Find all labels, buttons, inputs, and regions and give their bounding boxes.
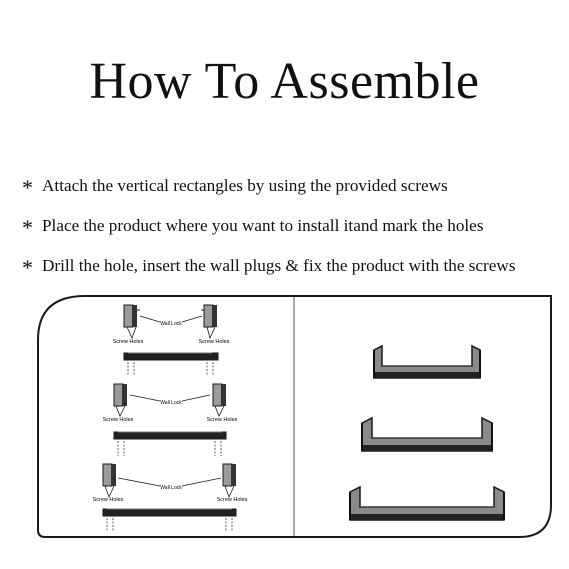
u-shelf-large xyxy=(349,485,505,521)
instruction-step-3: * Drill the hole, insert the wall plugs … xyxy=(22,246,569,286)
screw-holes-label: Screw Holes xyxy=(93,497,124,503)
bracket-right xyxy=(201,304,217,328)
diagram-frame xyxy=(37,295,552,538)
asterisk-icon: * xyxy=(22,215,33,240)
wall-lock-label: Wall Lock xyxy=(160,485,182,491)
screw-holes-label: Screw Holes xyxy=(113,339,144,345)
screws xyxy=(127,362,214,376)
mounting-diagram-2: Wall Lock Screw Holes Screw Holes xyxy=(103,383,238,456)
u-shelf-medium xyxy=(361,416,493,452)
screw-holes-label: Screw Holes xyxy=(103,417,134,423)
wall-lock-label: Wall Lock xyxy=(160,321,182,327)
shelf-board xyxy=(123,352,219,361)
bracket-left xyxy=(102,463,116,487)
page-title: How To Assemble xyxy=(89,53,480,110)
instruction-text: Attach the vertical rectangles by using … xyxy=(42,176,448,195)
instruction-list: * Attach the vertical rectangles by usin… xyxy=(22,166,569,286)
wall-lock-label: Wall Lock xyxy=(160,400,182,406)
screw-holes-label: Screw Holes xyxy=(217,497,248,503)
screw-holes-label: Screw Holes xyxy=(207,417,238,423)
asterisk-icon: * xyxy=(22,175,33,200)
bracket-left xyxy=(123,304,140,328)
screws xyxy=(106,518,233,532)
instruction-text: Place the product where you want to inst… xyxy=(42,216,484,235)
shelf-board xyxy=(113,431,227,440)
bracket-right xyxy=(222,463,236,487)
instruction-text: Drill the hole, insert the wall plugs & … xyxy=(42,256,516,275)
mounting-diagram-1: Wall Lock Screw Holes Screw Holes xyxy=(113,304,230,376)
instruction-step-1: * Attach the vertical rectangles by usin… xyxy=(22,166,569,206)
mounting-diagram-3: Wall Lock Screw Holes Screw Holes xyxy=(93,463,248,532)
instruction-step-2: * Place the product where you want to in… xyxy=(22,206,569,246)
asterisk-icon: * xyxy=(22,255,33,280)
screw-holes-label: Screw Holes xyxy=(199,339,230,345)
bracket-left xyxy=(113,383,127,407)
screws xyxy=(117,441,222,456)
bracket-right xyxy=(212,383,226,407)
shelf-board xyxy=(102,508,237,517)
u-shelf-small xyxy=(373,344,481,379)
